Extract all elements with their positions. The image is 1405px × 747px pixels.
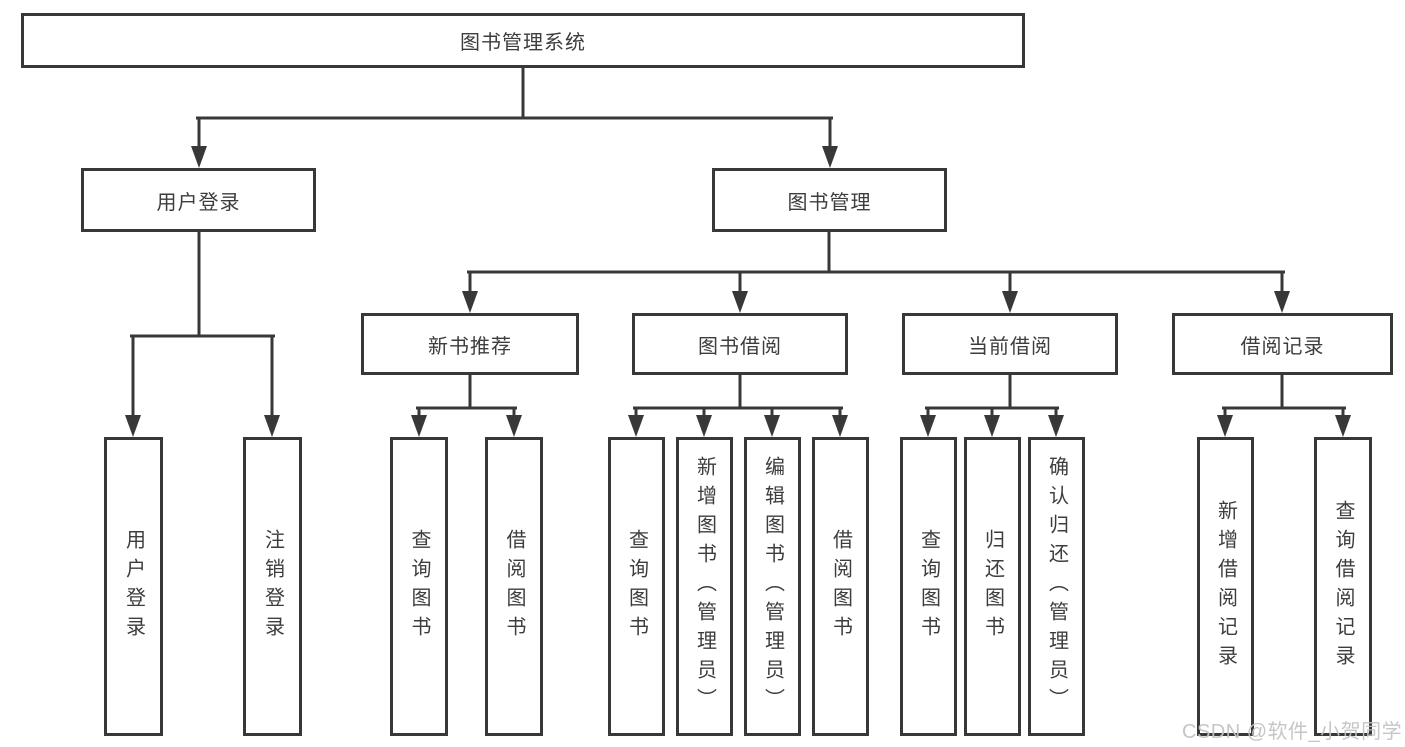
node-borrowing-records: 借阅记录 [1172,313,1393,375]
node-leaf-edit-books-admin-label: 编辑图书（管理员） [761,456,784,717]
node-new-book-recommend-label: 新书推荐 [428,335,512,358]
node-root: 图书管理系统 [21,13,1025,68]
arrow-down-icon [822,146,838,168]
arrow-down-icon [125,415,141,437]
arrow-down-icon [462,291,478,313]
node-leaf-query-books-current: 查询图书 [900,437,957,736]
node-current-borrowing: 当前借阅 [902,313,1118,375]
node-user-login-label: 用户登录 [156,191,241,214]
arrow-down-icon [1002,291,1018,313]
arrow-down-icon [506,415,522,437]
node-leaf-confirm-return-admin: 确认归还（管理员） [1028,437,1085,736]
node-leaf-return-books-label: 归还图书 [981,528,1004,645]
arrow-down-icon [264,415,280,437]
node-leaf-borrow-books-borrowing: 借阅图书 [812,437,869,736]
connector-paths [130,66,1346,418]
node-leaf-user-login-label: 用户登录 [122,528,145,645]
arrow-down-icon [696,415,712,437]
arrow-down-icon [1048,415,1064,437]
arrow-down-icon [411,415,427,437]
node-leaf-query-borrow-record: 查询借阅记录 [1314,437,1372,736]
node-borrowing-records-label: 借阅记录 [1240,335,1325,358]
node-new-book-recommend: 新书推荐 [361,313,579,375]
node-leaf-borrow-books-recommend: 借阅图书 [485,437,543,736]
connector-borrowing-records-to-leaves [1222,373,1346,418]
csdn-watermark: CSDN @软件_小贺同学 [1182,721,1403,743]
arrow-down-icon [732,291,748,313]
connector-book-mgmt-to-level3 [467,230,1285,294]
connector-current-borrowing-to-leaves [925,373,1059,418]
arrow-down-icon [191,146,207,168]
node-root-label: 图书管理系统 [460,32,586,54]
node-leaf-user-login: 用户登录 [104,437,163,736]
node-leaf-query-books-recommend-label: 查询图书 [408,528,430,645]
node-book-management-label: 图书管理 [787,191,872,214]
node-leaf-query-books-recommend: 查询图书 [390,437,448,736]
arrow-down-icon [984,415,1000,437]
node-user-login: 用户登录 [81,168,316,232]
connector-root-to-level2 [196,66,833,149]
node-leaf-borrow-books-recommend-label: 借阅图书 [503,528,525,645]
node-leaf-return-books: 归还图书 [964,437,1021,736]
node-leaf-add-books-admin: 新增图书（管理员） [676,437,733,736]
node-leaf-logout: 注销登录 [243,437,302,736]
arrowheads [125,146,1351,437]
node-leaf-borrow-books-borrowing-label: 借阅图书 [829,528,852,645]
connector-new-book-rec-to-leaves [416,373,517,418]
arrow-down-icon [1274,291,1290,313]
arrow-down-icon [1335,415,1351,437]
node-leaf-edit-books-admin: 编辑图书（管理员） [744,437,801,736]
node-leaf-logout-label: 注销登录 [261,528,284,645]
arrow-down-icon [832,415,848,437]
node-book-management: 图书管理 [712,168,947,232]
node-current-borrowing-label: 当前借阅 [968,335,1052,358]
arrow-down-icon [1217,415,1233,437]
connector-book-borrowing-to-leaves [633,373,843,418]
connector-user-login-to-leaves [130,230,275,418]
arrow-down-icon [920,415,936,437]
node-leaf-add-borrow-record: 新增借阅记录 [1197,437,1254,736]
arrow-down-icon [628,415,644,437]
node-leaf-query-books-borrowing-label: 查询图书 [625,528,648,645]
node-leaf-add-borrow-record-label: 新增借阅记录 [1214,499,1237,674]
node-leaf-add-books-admin-label: 新增图书（管理员） [693,456,716,717]
node-book-borrowing-label: 图书借阅 [698,335,782,358]
node-leaf-confirm-return-admin-label: 确认归还（管理员） [1045,456,1068,717]
node-book-borrowing: 图书借阅 [632,313,848,375]
node-leaf-query-books-borrowing: 查询图书 [608,437,665,736]
arrow-down-icon [764,415,780,437]
node-leaf-query-books-current-label: 查询图书 [917,528,940,645]
node-leaf-query-borrow-record-label: 查询借阅记录 [1332,499,1354,674]
